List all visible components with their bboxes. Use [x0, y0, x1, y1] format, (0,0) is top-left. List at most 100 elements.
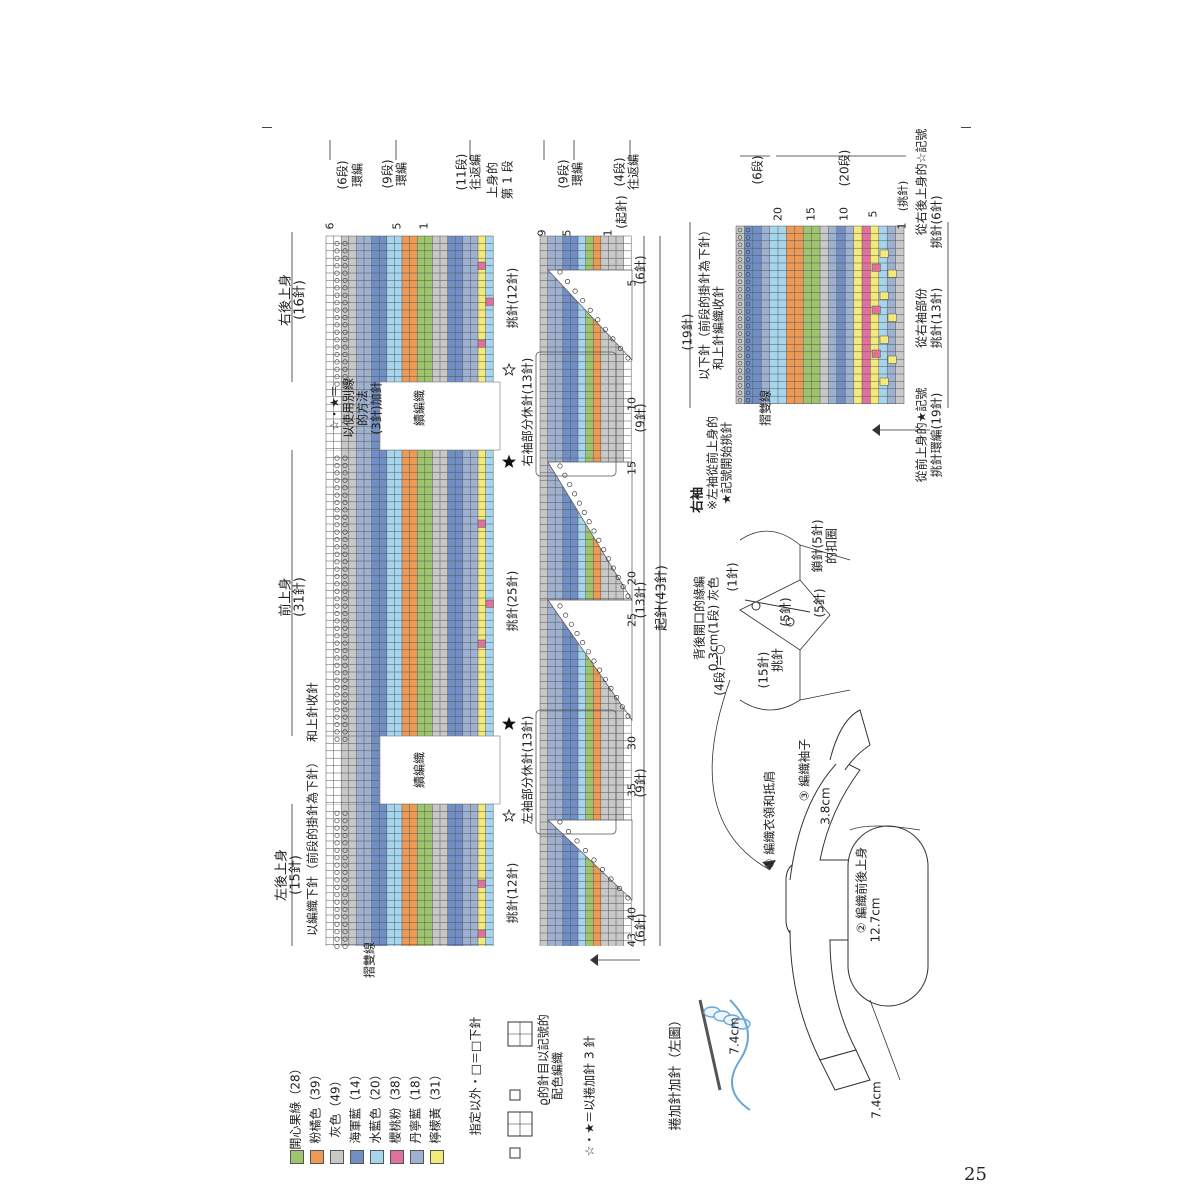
pointer-curve: [711, 679, 771, 871]
yoke-front: [455, 450, 463, 736]
legend-label: 粉橘色（39）: [308, 1068, 323, 1144]
yarn-over-mark: [342, 477, 348, 483]
yoke-left-back: [478, 804, 486, 946]
yarn-over-mark: [334, 684, 340, 690]
yarn-over-mark: [334, 522, 340, 528]
sleeve-accent: [887, 355, 897, 364]
star-note-4: (3針)加針: [369, 381, 384, 435]
yoke-left-back: [386, 804, 395, 946]
yoke-front: [447, 450, 456, 736]
yarn-over-mark: [342, 677, 348, 683]
sleeve-bind-off-1: 以下針（前段的掛針為下針）: [697, 223, 712, 381]
yarn-over-mark: [334, 337, 340, 343]
needle: [698, 999, 722, 1091]
col-number: 30: [625, 736, 639, 750]
yoke-gap-left: [326, 736, 334, 804]
lower-band-a: [623, 236, 632, 600]
yarn-over-mark: [334, 499, 340, 505]
yarn-over-mark: [342, 559, 348, 565]
sleeve-from-front: 從前上身的★記號: [914, 387, 929, 483]
col-number: 10: [625, 397, 639, 411]
decrease-mark: [562, 472, 568, 478]
decrease-mark: [599, 866, 605, 872]
yoke-front: [432, 450, 440, 736]
legend-note-3: 配色編織: [550, 1051, 565, 1101]
yoke-left-back: [447, 804, 456, 946]
yarn-over-mark: [334, 603, 340, 609]
yarn-over-mark: [737, 316, 743, 322]
decrease-mark: [610, 336, 616, 342]
yarn-over-mark: [342, 322, 348, 328]
decrease-mark: [625, 355, 631, 361]
star-note-1: ☆・★＝: [327, 385, 342, 431]
lower-band-b: [585, 600, 594, 946]
yarn-over-mark: [745, 227, 751, 233]
row-number: 5: [390, 222, 404, 230]
label-left-sleeve-part: 左袖部分休針(13針): [520, 715, 535, 825]
note-plain-bind: 以編織下針（前段的掛針為下針）: [305, 755, 320, 937]
yarn-over-mark: [334, 677, 340, 683]
yarn-over-mark: [334, 307, 340, 313]
yarn-over-mark: [334, 906, 340, 912]
yarn-over-mark: [342, 877, 348, 883]
yoke-left-back: [417, 804, 425, 946]
yarn-over-mark: [334, 707, 340, 713]
yarn-over-mark: [334, 359, 340, 365]
yarn-over-mark: [334, 263, 340, 269]
yarn-over-mark: [334, 581, 340, 587]
yarn-over-mark: [342, 329, 348, 335]
pink-cell: [477, 261, 486, 270]
sleeve-bottom: [789, 929, 857, 1061]
sleeve-accent: [879, 377, 889, 386]
yoke-left-back: [333, 804, 342, 946]
sleeve-note-2: ★記號開始挑針: [719, 421, 734, 505]
label-rows-9: (9段): [380, 159, 395, 189]
dim-line: [869, 999, 901, 1081]
yoke-left-back: [326, 804, 334, 946]
yarn-over-mark: [737, 383, 743, 388]
label-fold-line: 摺雙線: [362, 941, 377, 979]
yoke-right-back: [333, 236, 342, 382]
yoke-front: [402, 450, 410, 736]
yarn-over-mark: [334, 270, 340, 276]
pink-cell: [477, 519, 486, 528]
label-round-knit: 環編: [394, 161, 409, 187]
yarn-over-mark: [342, 596, 348, 602]
working-yarn: [729, 999, 751, 1111]
star-filled: [502, 716, 516, 730]
yarn-over-mark: [334, 292, 340, 298]
yarn-over-mark: [342, 544, 348, 550]
yoke-gap-left: [333, 736, 342, 804]
legend-note-4: ☆・★＝以捲加針 3 針: [582, 1035, 597, 1157]
yoke-left-back: [440, 804, 448, 946]
row-number: 1: [601, 229, 615, 237]
label-left-back-count: (15針): [288, 855, 304, 895]
back-opening-rows: (4段)＝○: [712, 644, 727, 696]
decrease-mark: [557, 603, 563, 609]
decrease-mark: [606, 556, 612, 562]
col-number: 40: [625, 907, 639, 921]
yarn-over-mark: [745, 264, 751, 270]
buttonhole-2: 的扣圈: [824, 527, 839, 565]
sleeve-pickup-13: 挑針(13針): [929, 287, 944, 349]
yarn-over-mark: [342, 314, 348, 320]
lower-band-b: [570, 600, 578, 946]
yarn-over-mark: [334, 255, 340, 261]
label-pickup-12b: 挑針(12針): [505, 862, 520, 924]
yarn-over-mark: [342, 507, 348, 513]
cuff-top: [829, 709, 871, 771]
yarn-over-mark: [334, 832, 340, 838]
yarn-over-mark: [342, 810, 348, 816]
sleeve-from-right-back: 從右後上身的☆記號: [914, 128, 929, 236]
yarn-over-mark: [334, 929, 340, 935]
yarn-over-mark: [342, 573, 348, 579]
yoke-front: [440, 450, 448, 736]
yarn-over-mark: [334, 892, 340, 898]
yarn-over-mark: [334, 529, 340, 535]
yarn-over-mark: [342, 662, 348, 668]
yarn-over-mark: [342, 337, 348, 343]
legend-note-2: ϱ的針目以記號的: [536, 1014, 551, 1106]
yarn-over-mark: [342, 832, 348, 838]
star-filled: [502, 454, 516, 468]
